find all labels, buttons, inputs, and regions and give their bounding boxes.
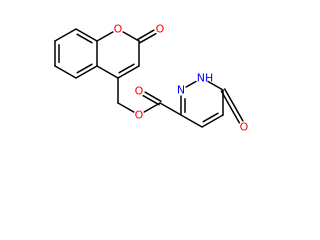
atom-label-nh-pyridazine-2: NH xyxy=(197,72,214,85)
double-bond-line xyxy=(137,29,155,41)
single-bond xyxy=(96,65,119,79)
single-bond xyxy=(159,102,182,116)
atom-label-o-pyridazinone-carbonyl: O xyxy=(240,121,249,134)
double-bond-line xyxy=(144,91,162,103)
double-bond-line xyxy=(139,32,157,44)
atom-label-n-pyridazine-1: N xyxy=(177,84,185,97)
single-bond xyxy=(207,80,224,91)
single-bond xyxy=(54,65,77,79)
bond-layer xyxy=(54,28,244,128)
double-bond-line xyxy=(223,88,244,122)
double-bond-outer xyxy=(75,65,98,79)
double-bond-outer xyxy=(117,65,140,79)
single-bond xyxy=(122,31,140,42)
double-bond-inner xyxy=(76,63,93,74)
double-bond-inner xyxy=(202,112,219,123)
atom-label-o-coumarin-carbonyl: O xyxy=(156,23,165,36)
single-bond xyxy=(180,114,203,128)
double-bond-outer xyxy=(75,28,98,42)
double-bond-inner xyxy=(76,33,93,44)
double-bond-outer xyxy=(201,114,224,128)
atom-label-o-ester-bridge: O xyxy=(135,109,144,122)
single-bond xyxy=(117,102,135,113)
atom-label-o-ester-carbonyl: O xyxy=(135,85,144,98)
double-bond-line xyxy=(220,90,241,124)
single-bond xyxy=(54,28,77,42)
double-bond-line xyxy=(142,94,160,106)
single-bond xyxy=(96,31,114,42)
single-bond xyxy=(185,80,197,88)
double-bond-inner xyxy=(118,63,135,74)
atom-label-o-coumarin-ring: O xyxy=(114,23,123,36)
